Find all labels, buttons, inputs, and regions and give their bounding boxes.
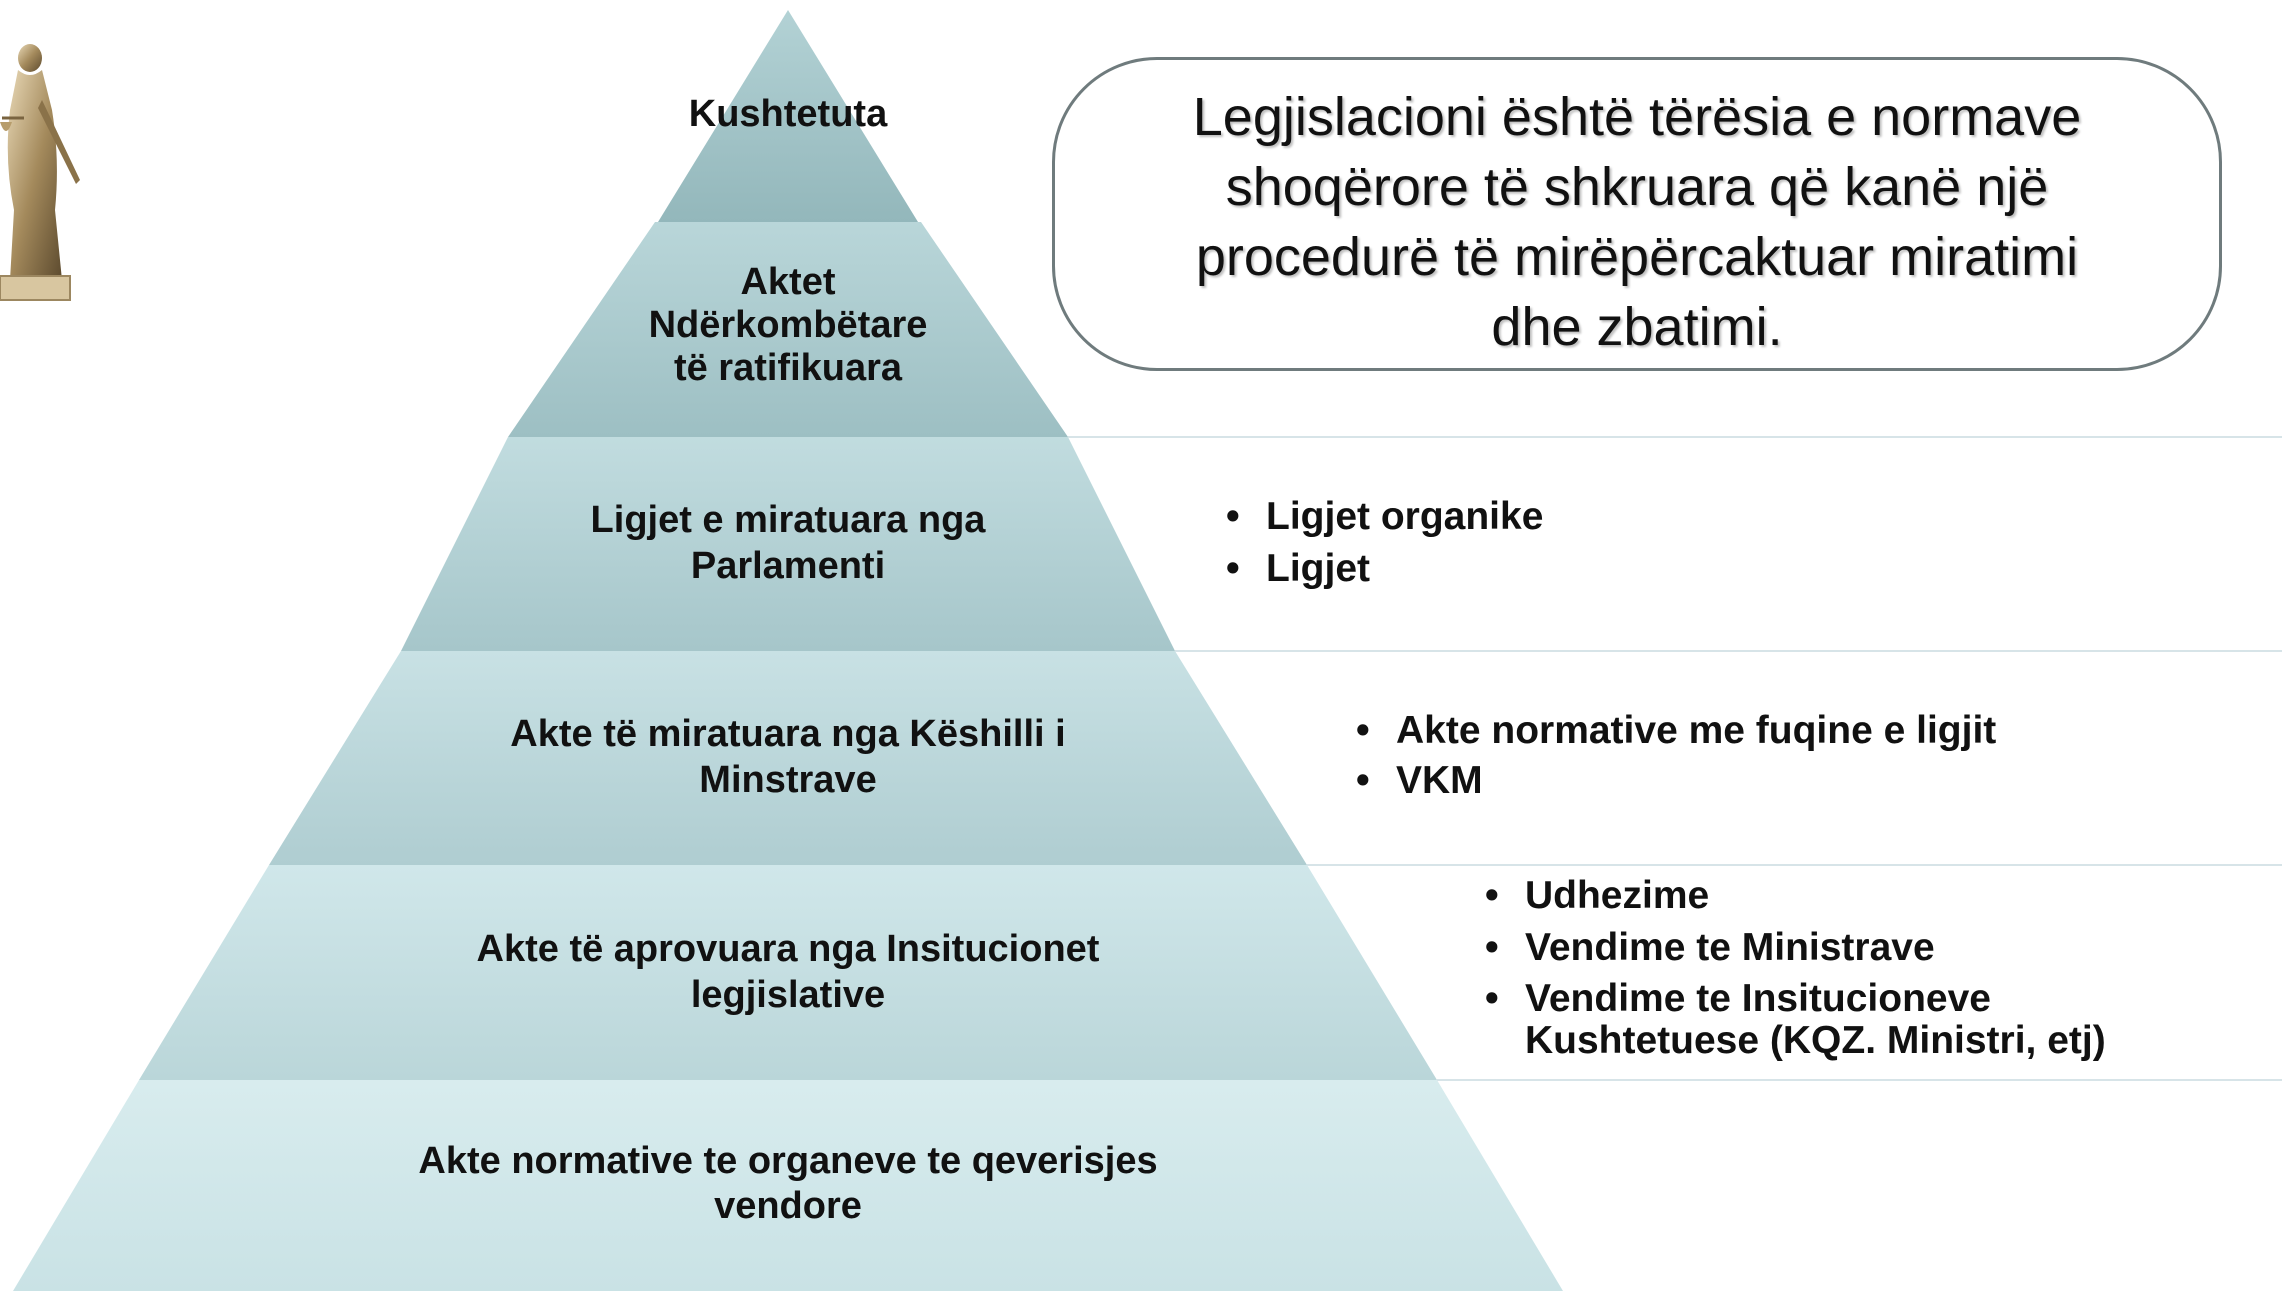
tier-label-line: Akte të aprovuara nga Insitucionet [476, 928, 1100, 970]
definition-line: Legjislacioni është tërësia e normave [1192, 87, 2082, 147]
pyramid-tier-international-acts [508, 222, 1068, 437]
tier-label-line: Parlamenti [690, 545, 886, 587]
tier-label-line: Ligjet e miratuara nga [590, 499, 986, 541]
tier-label-institution-acts: Akte të aprovuara nga Insitucionet legji… [338, 926, 1238, 1018]
divider-line [1307, 864, 2282, 866]
definition-callout: Legjislacioni është tërësia e normave sh… [1052, 57, 2222, 371]
tier-label-line: Kushtetuta [688, 93, 888, 135]
bullet-text: Akte normative me fuqine e ligjit [1396, 709, 1997, 752]
tier-label-international-acts: Aktet Ndërkombëtare të ratifikuara [560, 261, 1016, 390]
institution-acts-bullets: • Udhezime • Vendime te Ministrave • Vendim… [1481, 874, 2106, 1062]
bullet-text: Ligjet [1266, 547, 1370, 590]
definition-line: shoqërore të shkruara që kanë një [1225, 157, 2049, 217]
bullet-item: • Udhezime [1481, 874, 2106, 918]
bullet-item: • Akte normative me fuqine e ligjit [1352, 706, 1996, 756]
bullet-text: Vendime te Ministrave [1525, 926, 1935, 969]
tier-label-line: Akte të miratuara nga Këshilli i [510, 713, 1066, 755]
tier-label-constitution: Kushtetuta [588, 92, 988, 136]
divider-line [1175, 650, 2282, 652]
bullet-item: • Ligjet [1222, 543, 1543, 595]
pyramid-tier-parliament-laws [401, 437, 1175, 651]
bullet-item: • Vendime te Ministrave [1481, 926, 2106, 970]
bullet-dot-icon: • [1226, 547, 1240, 590]
definition-line: procedurë të mirëpërcaktuar miratimi [1195, 227, 2079, 287]
tier-label-local-acts: Akte normative te organeve te qeverisjes… [288, 1139, 1288, 1229]
council-acts-bullets: • Akte normative me fuqine e ligjit • VKM [1352, 706, 1996, 806]
tier-label-line: Minstrave [699, 759, 877, 801]
tier-label-council-acts: Akte të miratuara nga Këshilli i Minstra… [388, 711, 1188, 803]
bullet-dot-icon: • [1356, 709, 1370, 752]
bullet-item: • VKM [1352, 756, 1996, 806]
tier-label-line: Akte normative te organeve te qeverisjes [418, 1140, 1158, 1182]
lady-justice-statue-icon [0, 44, 80, 301]
definition-line: dhe zbatimi. [1491, 297, 1783, 357]
bullet-text: Ligjet organike [1266, 495, 1544, 538]
legislation-hierarchy-pyramid [13, 10, 1563, 1291]
bullet-item: • Ligjet organike [1222, 491, 1543, 543]
tier-label-line: të ratifikuara [673, 347, 903, 389]
bullet-dot-icon: • [1485, 977, 1499, 1020]
bullet-text: Kushtetuese (KQZ. Ministri, etj) [1525, 1019, 2106, 1062]
pyramid-tier-council-acts [269, 651, 1307, 865]
bullet-dot-icon: • [1356, 759, 1370, 802]
tier-label-line: Ndërkombëtare [648, 304, 928, 346]
bullet-text: VKM [1396, 759, 1483, 802]
bullet-dot-icon: • [1226, 495, 1240, 538]
pyramid-tier-constitution [658, 10, 918, 222]
tier-label-line: Aktet [740, 261, 836, 303]
pyramid-tier-institution-acts [139, 865, 1437, 1080]
pyramid-tier-local-acts [13, 1080, 1563, 1291]
bullet-text: Vendime te Insitucioneve [1525, 977, 1991, 1020]
tier-label-line: legjislative [690, 974, 886, 1016]
tier-label-line: vendore [714, 1185, 862, 1227]
divider-line [1437, 1079, 2282, 1081]
bullet-dot-icon: • [1485, 926, 1499, 969]
tier-label-parliament-laws: Ligjet e miratuara nga Parlamenti [488, 497, 1088, 589]
bullet-text: Udhezime [1525, 874, 1710, 917]
parliament-laws-bullets: • Ligjet organike • Ligjet [1222, 491, 1543, 595]
divider-line [1068, 436, 2282, 438]
bullet-dot-icon: • [1485, 874, 1499, 917]
